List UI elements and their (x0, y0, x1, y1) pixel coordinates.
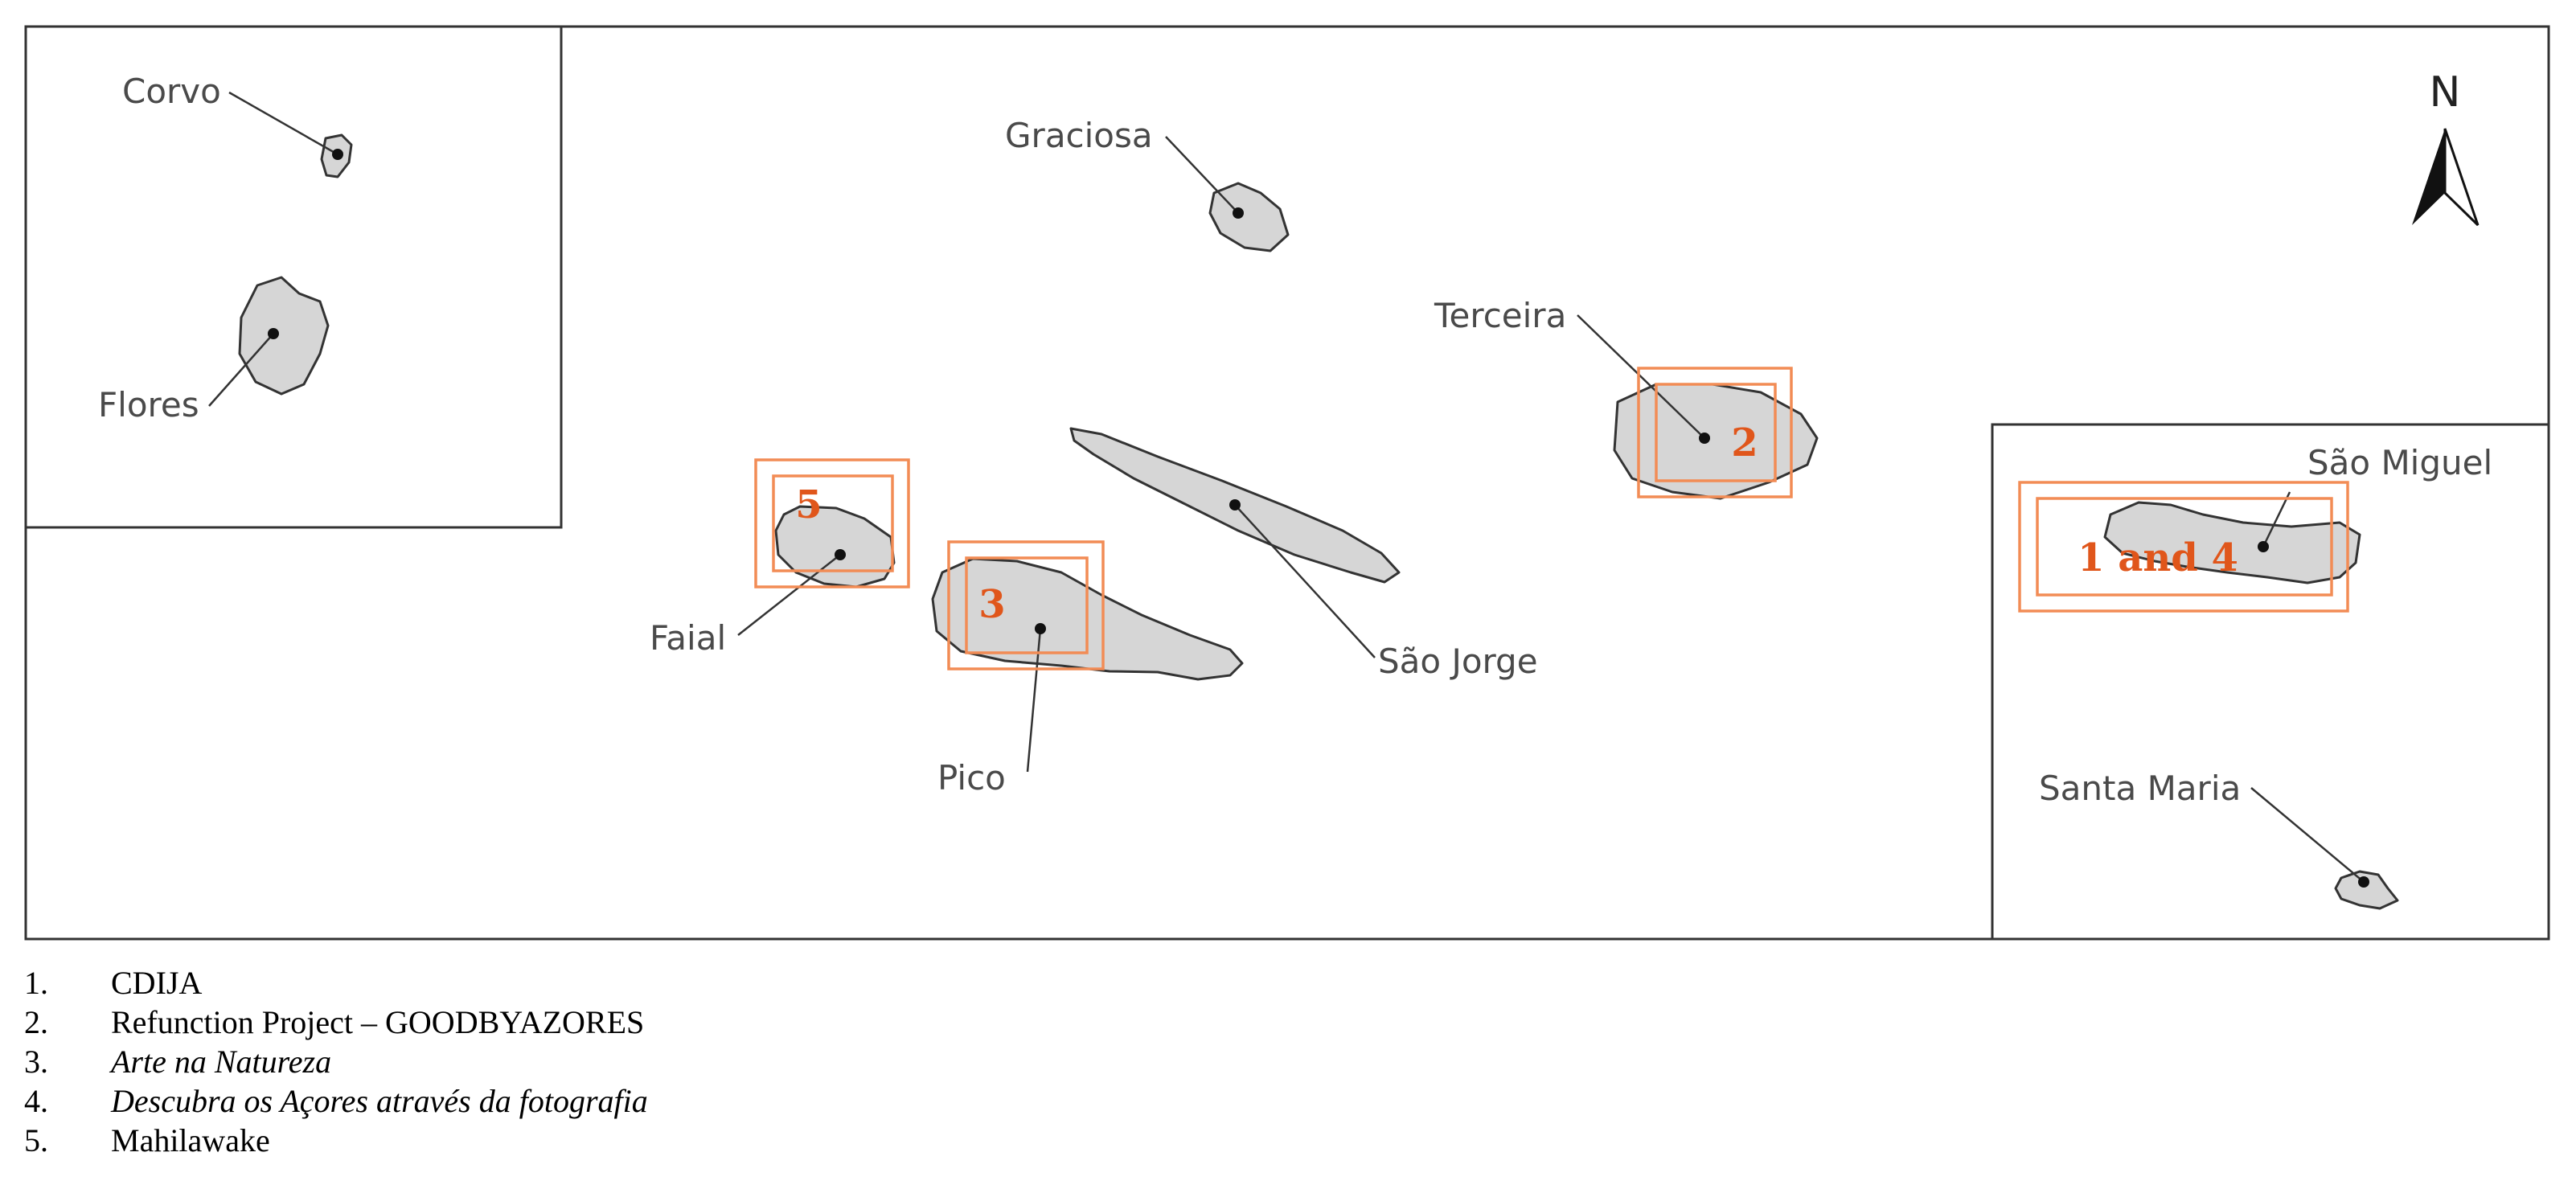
island-graciosa (1208, 182, 1290, 252)
label-sao-jorge: São Jorge (1378, 642, 1538, 681)
legend-item: 1.CDIJA (24, 965, 203, 1001)
inset-frame-east (1991, 423, 2550, 941)
legend-item: 3.Arte na Natureza (24, 1044, 332, 1080)
marker-5: 5 (795, 482, 822, 527)
north-label: N (2430, 68, 2461, 117)
island-faial (774, 505, 896, 588)
label-pico: Pico (937, 758, 1006, 798)
marker-3: 3 (978, 582, 1005, 627)
label-sao-miguel: São Miguel (2307, 443, 2492, 482)
marker-2: 2 (1731, 420, 1758, 465)
label-terceira: Terceira (1434, 296, 1566, 335)
legend-item: 4.Descubra os Açores através da fotograf… (24, 1083, 648, 1119)
project-legend: 1.CDIJA 2.Refunction Project – GOODBYAZO… (24, 963, 648, 1160)
project-box-5 (754, 458, 910, 588)
label-faial: Faial (650, 618, 726, 658)
island-santa-maria (2334, 870, 2399, 910)
leader-lines (208, 91, 2365, 883)
label-santa-maria: Santa Maria (2039, 769, 2241, 808)
azores-map: N Corvo Flores Graciosa Terceira (24, 25, 2550, 941)
project-box-2 (1637, 367, 1793, 498)
legend-item: 5.Mahilawake (24, 1122, 270, 1158)
project-box-1-and-4 (2018, 481, 2349, 613)
marker-1-and-4: 1 and 4 (2078, 535, 2238, 580)
inset-frame-west (24, 25, 563, 529)
label-graciosa: Graciosa (1005, 116, 1153, 155)
label-corvo: Corvo (122, 72, 221, 111)
label-flores: Flores (98, 385, 199, 424)
north-arrow-icon: N (2412, 68, 2480, 227)
island-flores (238, 276, 330, 396)
project-box-3 (947, 540, 1105, 670)
legend-item: 2.Refunction Project – GOODBYAZORES (24, 1004, 645, 1040)
island-points (268, 149, 2369, 888)
